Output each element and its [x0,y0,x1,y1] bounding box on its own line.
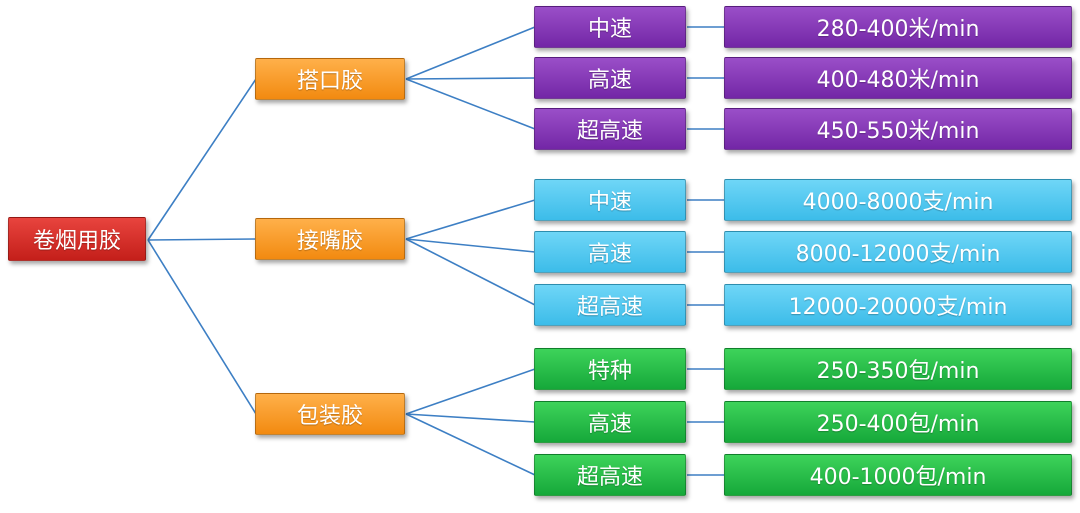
category-to-speed-line [405,199,536,240]
root-node: 卷烟用胶 [8,217,146,261]
category-node-dakou: 搭口胶 [255,58,405,100]
speed-node: 高速 [534,401,686,443]
speed-value: 8000-12000支/min [724,231,1072,273]
speed-node: 超高速 [534,108,686,150]
category-to-speed-line [405,368,536,415]
category-node-jiezui: 接嘴胶 [255,218,405,260]
category-to-speed-line [405,238,536,306]
root-to-category-line [147,78,257,241]
speed-node: 高速 [534,231,686,273]
root-to-category-line [147,238,257,241]
speed-node: 中速 [534,6,686,48]
speed-node: 特种 [534,348,686,390]
category-to-speed-line [405,413,536,423]
speed-value: 250-400包/min [724,401,1072,443]
category-to-speed-line [405,77,536,80]
speed-value: 400-480米/min [724,57,1072,99]
category-to-speed-line [405,78,536,130]
speed-node: 超高速 [534,284,686,326]
category-to-speed-line [405,26,536,80]
speed-node: 中速 [534,179,686,221]
speed-value: 250-350包/min [724,348,1072,390]
root-to-category-line [147,239,257,415]
category-to-speed-line [405,238,536,253]
category-node-baozhuang: 包装胶 [255,393,405,435]
speed-value: 12000-20000支/min [724,284,1072,326]
speed-node: 高速 [534,57,686,99]
speed-value: 450-550米/min [724,108,1072,150]
speed-value: 4000-8000支/min [724,179,1072,221]
speed-node: 超高速 [534,454,686,496]
category-to-speed-line [405,413,536,476]
speed-value: 400-1000包/min [724,454,1072,496]
speed-value: 280-400米/min [724,6,1072,48]
